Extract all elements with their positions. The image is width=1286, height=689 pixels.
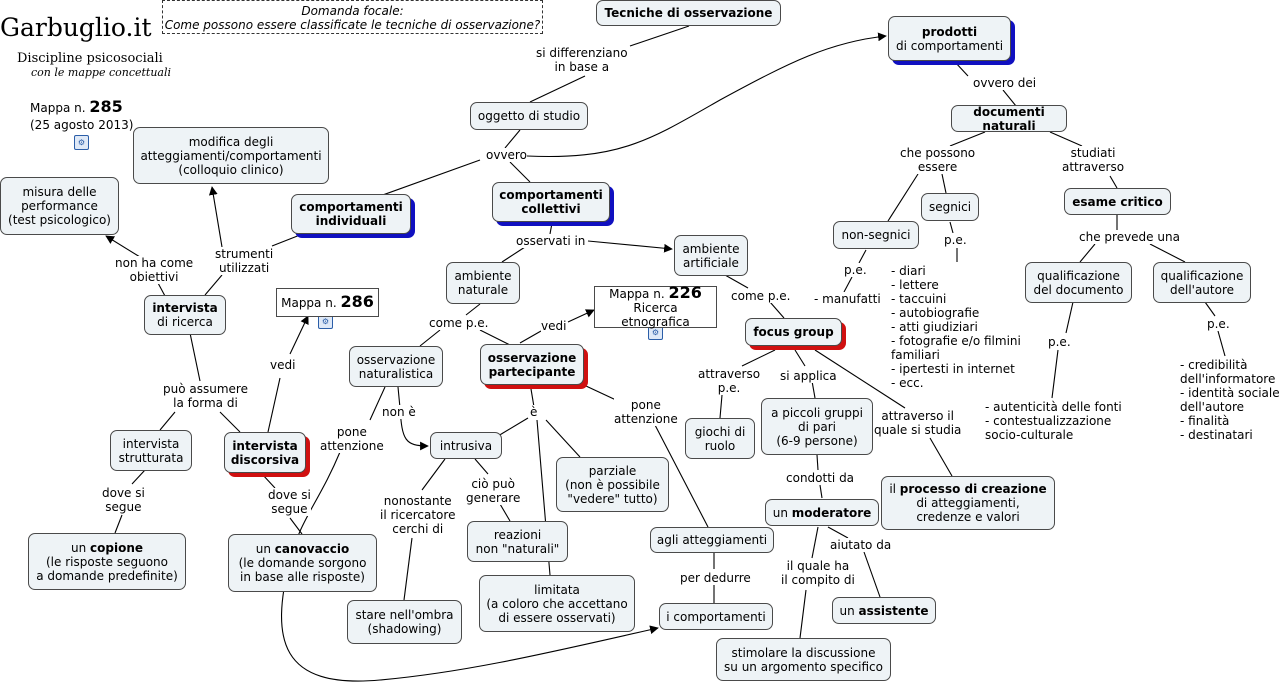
node-qualificazione-documento[interactable]: qualificazione del documento [1025, 262, 1132, 303]
link-come-pe-naturale: come p.e. [429, 316, 489, 330]
node-intervista-discorsiva[interactable]: intervista discorsiva [224, 432, 306, 473]
example-list-autore: - credibilità dell'informatore - identit… [1180, 358, 1280, 442]
focal-label: Domanda focale: [301, 4, 404, 18]
node-parziale[interactable]: parziale (non è possibile "vedere" tutto… [556, 457, 669, 512]
node-mappa-286[interactable]: Mappa n. 286 [276, 288, 379, 317]
node-esame-critico[interactable]: esame critico [1064, 188, 1171, 215]
link-ovvero-dei: ovvero dei [973, 76, 1037, 90]
node-agli-atteggiamenti[interactable]: agli atteggiamenti [650, 527, 774, 553]
node-assistente[interactable]: un assistente [832, 597, 936, 624]
link-vedi-226: vedi [541, 319, 567, 333]
link-aiutato-da: aiutato da [830, 538, 892, 552]
link-pe-documento: p.e. [1048, 335, 1071, 349]
example-list-documento: - autenticità delle fonti - contestualiz… [985, 400, 1122, 442]
map-number: Mappa n. 285 [30, 97, 123, 116]
node-comportamenti-individuali[interactable]: comportamenti individuali [291, 194, 411, 234]
example-manufatti: - manufatti [814, 292, 881, 306]
node-ambiente-naturale[interactable]: ambiente naturale [446, 262, 520, 304]
node-oggetto-di-studio[interactable]: oggetto di studio [470, 102, 588, 130]
node-reazioni[interactable]: reazioni non "naturali" [467, 521, 568, 562]
node-moderatore[interactable]: un moderatore [765, 499, 879, 526]
node-osservazione-naturalistica[interactable]: osservazione naturalistica [349, 346, 443, 387]
node-piccoli-gruppi[interactable]: a piccoli gruppi di pari (6-9 persone) [761, 398, 873, 455]
node-segnici[interactable]: segnici [921, 193, 979, 221]
link-condotti-da: condotti da [786, 471, 855, 485]
focal-text: Come possono essere classificate le tecn… [164, 18, 541, 32]
node-intrusiva[interactable]: intrusiva [430, 432, 502, 459]
link-per-dedurre: per dedurre [680, 571, 751, 585]
node-comportamenti-collettivi[interactable]: comportamenti collettivi [492, 182, 610, 222]
map-date: (25 agosto 2013) [30, 118, 134, 132]
node-qualificazione-autore[interactable]: qualificazione dell'autore [1153, 262, 1251, 303]
example-list-segnici: - diari - lettere - taccuini - autobiogr… [891, 264, 1021, 390]
link-come-pe-artificiale: come p.e. [731, 289, 791, 303]
node-limitata[interactable]: limitata (a coloro che accettano di esse… [479, 575, 635, 632]
node-mappa-226[interactable]: Mappa n. 226 Ricerca etnografica [594, 284, 717, 329]
brand-tagline: con le mappe concettuali [31, 66, 172, 79]
node-modifica[interactable]: modifica degli atteggiamenti/comportamen… [133, 127, 329, 184]
node-tecniche[interactable]: Tecniche di osservazione [596, 0, 781, 26]
node-stimolare[interactable]: stimolare la discussione su un argomento… [716, 638, 891, 681]
link-osservati-in: osservati in [516, 234, 586, 248]
link-si-applica: si applica [780, 369, 837, 383]
focal-question: Domanda focale: Come possono essere clas… [162, 0, 543, 34]
node-processo-di-creazione[interactable]: il processo di creazione di atteggiament… [881, 476, 1055, 530]
link-pe-segnici: p.e. [944, 233, 967, 247]
node-osservazione-partecipante[interactable]: osservazione partecipante [480, 344, 584, 385]
node-documenti-naturali[interactable]: documenti naturali [951, 105, 1067, 133]
node-misura[interactable]: misura delle performance (test psicologi… [0, 177, 119, 235]
node-intervista-strutturata[interactable]: intervista strutturata [110, 430, 192, 471]
node-copione[interactable]: un copione (le risposte seguono a domand… [28, 533, 186, 590]
brand-subtitle: Discipline psicosociali [17, 51, 163, 66]
link-non-e: non è [382, 405, 416, 419]
brand-title: Garbuglio.it [0, 13, 152, 42]
node-stare-nell-ombra[interactable]: stare nell'ombra (shadowing) [347, 600, 462, 644]
node-canovaccio[interactable]: un canovaccio (le domande sorgono in bas… [228, 534, 377, 592]
node-non-segnici[interactable]: non-segnici [833, 221, 919, 249]
node-ambiente-artificiale[interactable]: ambiente artificiale [674, 235, 748, 276]
node-focus-group[interactable]: focus group [745, 318, 842, 346]
link-vedi-286: vedi [270, 358, 296, 372]
node-giochi-di-ruolo[interactable]: giochi di ruolo [685, 418, 755, 459]
link-che-prevede: che prevede una [1079, 230, 1180, 244]
node-i-comportamenti[interactable]: i comportamenti [659, 603, 773, 630]
concept-map-icon[interactable]: ⚙ [74, 134, 89, 150]
node-intervista-di-ricerca[interactable]: intervista di ricerca [144, 295, 226, 335]
node-prodotti[interactable]: prodotti di comportamenti [888, 16, 1011, 61]
link-ovvero: ovvero [486, 148, 527, 162]
link-e: è [530, 405, 538, 419]
link-pe-autore: p.e. [1207, 317, 1230, 331]
link-pe-non-segnici: p.e. [844, 263, 867, 277]
